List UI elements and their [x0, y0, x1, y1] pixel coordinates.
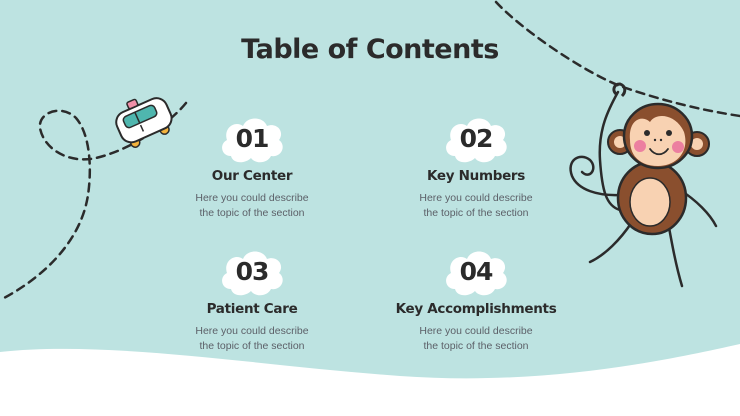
section-description: Here you could describe the topic of the…	[381, 324, 571, 354]
section-title: Patient Care	[206, 301, 298, 317]
section-02: 02 Key Numbers Here you could describe t…	[381, 114, 571, 221]
description-line: the topic of the section	[423, 340, 529, 352]
cloud-shape	[446, 118, 507, 163]
ambulance-icon	[115, 97, 173, 148]
monkey-illustration	[569, 82, 718, 288]
section-number: 01	[235, 124, 270, 153]
section-title: Our Center	[211, 168, 293, 184]
section-title: Key Numbers	[426, 168, 526, 184]
section-number: 03	[235, 257, 270, 286]
number-cloud: 01	[217, 114, 287, 164]
description-line: the topic of the section	[199, 340, 305, 352]
description-line: Here you could describe	[195, 192, 309, 204]
section-description: Here you could describe the topic of the…	[157, 191, 347, 221]
section-04: 04 Key Accomplishments Here you could de…	[381, 247, 571, 354]
description-line: Here you could describe	[419, 325, 533, 337]
section-description: Here you could describe the topic of the…	[157, 324, 347, 354]
section-description: Here you could describe the topic of the…	[381, 191, 571, 221]
cloud-shape	[446, 251, 507, 296]
section-01: 01 Our Center Here you could describe th…	[157, 114, 347, 221]
cloud-shape	[222, 118, 283, 163]
cloud-shape	[222, 251, 283, 296]
section-number: 02	[459, 124, 494, 153]
description-line: Here you could describe	[195, 325, 309, 337]
section-03: 03 Patient Care Here you could describe …	[157, 247, 347, 354]
number-cloud: 03	[217, 247, 287, 297]
section-title: Key Accomplishments	[395, 301, 557, 317]
number-cloud: 02	[441, 114, 511, 164]
description-line: Here you could describe	[419, 192, 533, 204]
bottom-wave	[0, 344, 740, 416]
number-cloud: 04	[441, 247, 511, 297]
dashed-path-left	[2, 101, 188, 300]
section-number: 04	[459, 257, 494, 286]
description-line: the topic of the section	[199, 207, 305, 219]
description-line: the topic of the section	[423, 207, 529, 219]
page-title: Table of Contents	[241, 34, 499, 65]
